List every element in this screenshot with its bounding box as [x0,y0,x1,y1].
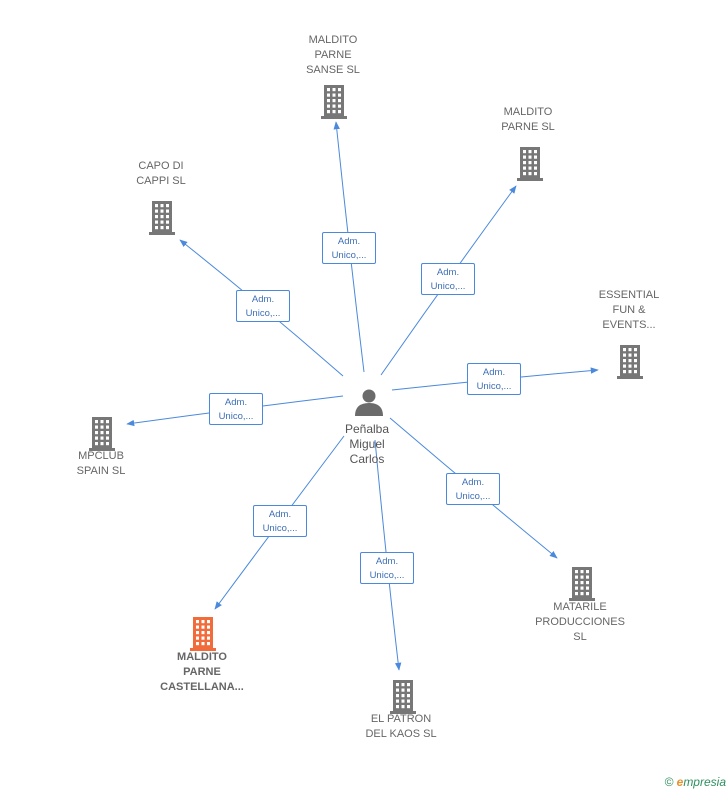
building-icon[interactable] [89,417,115,451]
edge-label-patron[interactable]: Adm. Unico,... [360,552,414,584]
edge-label-capo[interactable]: Adm. Unico,... [236,290,290,322]
edge-label-matarile[interactable]: Adm. Unico,... [446,473,500,505]
copyright-symbol: © [664,775,674,789]
edge-label-mpclub[interactable]: Adm. Unico,... [209,393,263,425]
brand-initial: e [676,775,684,789]
company-label-capo[interactable]: CAPO DI CAPPI SL [136,160,186,187]
building-icon[interactable] [517,147,543,181]
company-label-sanse[interactable]: MALDITO PARNE SANSE SL [306,34,360,76]
building-icon[interactable] [190,617,216,651]
person-icon[interactable] [355,389,383,417]
brand-logo: © empresia [664,775,726,789]
company-label-matarile[interactable]: MATARILE PRODUCCIONES SL [535,601,625,643]
person-label[interactable]: Peñalba Miguel Carlos [344,422,390,466]
building-icon[interactable] [321,85,347,119]
company-label-parne[interactable]: MALDITO PARNE SL [501,106,555,133]
edge-label-parne[interactable]: Adm. Unico,... [421,263,475,295]
edge-label-castellana[interactable]: Adm. Unico,... [253,505,307,537]
edge-label-sanse[interactable]: Adm. Unico,... [322,232,376,264]
building-icon[interactable] [617,345,643,379]
building-icon[interactable] [390,680,416,714]
brand-name: mpresia [683,775,726,789]
company-label-patron[interactable]: EL PATRON DEL KAOS SL [365,713,437,740]
company-label-mpclub[interactable]: MPCLUB SPAIN SL [76,450,126,477]
edge-label-essential[interactable]: Adm. Unico,... [467,363,521,395]
building-icon[interactable] [569,567,595,601]
company-label-essential[interactable]: ESSENTIAL FUN & EVENTS... [598,289,660,331]
building-icon[interactable] [149,201,175,235]
company-label-castellana[interactable]: MALDITO PARNE CASTELLANA... [160,651,244,693]
